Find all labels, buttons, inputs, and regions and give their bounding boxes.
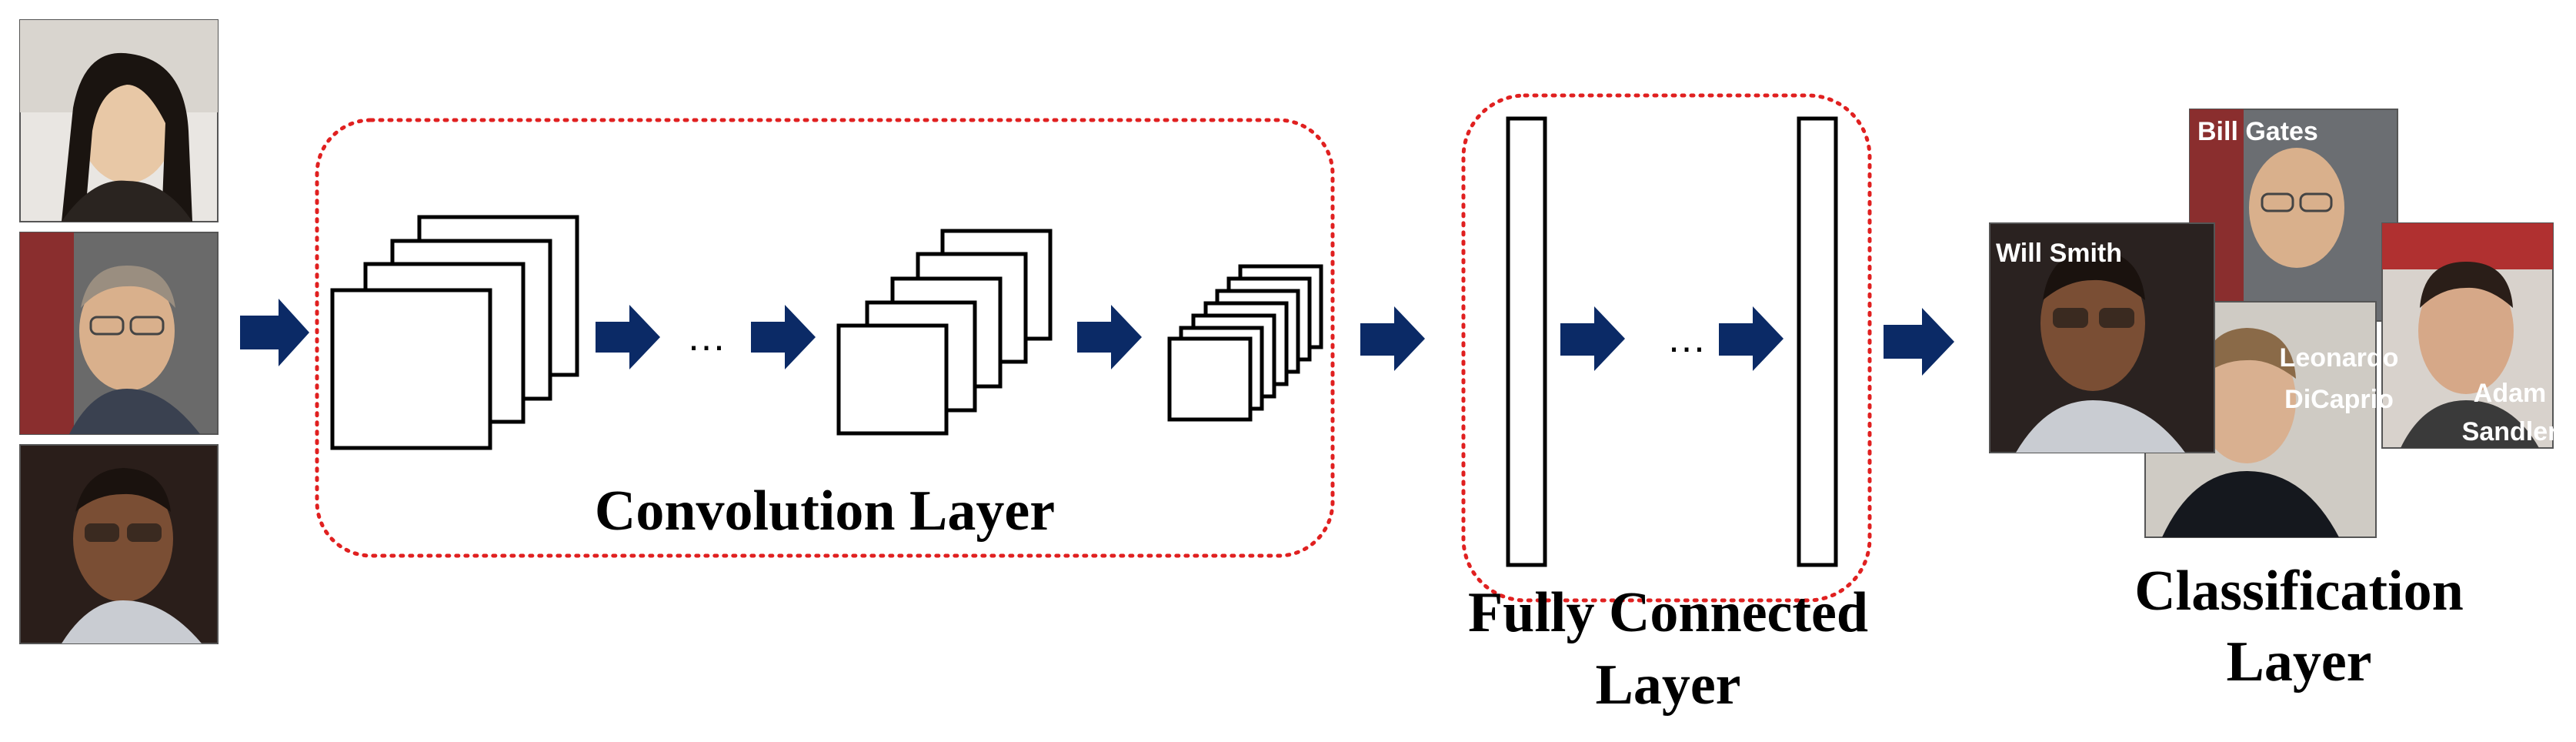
- label-adam-line1: Adam: [2474, 379, 2546, 408]
- classification-label-line2: Layer: [2226, 630, 2371, 694]
- input-face-1: [19, 19, 219, 222]
- fc-layer-first: [1506, 116, 1547, 567]
- classification-label-line1: Classification: [2134, 560, 2464, 623]
- fully-connected-label-line2: Layer: [1595, 653, 1740, 717]
- input-face-2: [19, 232, 219, 435]
- arrow-conv-2: [751, 305, 816, 369]
- arrow-input-to-conv: [240, 299, 309, 366]
- fc-layer-last: [1797, 116, 1838, 567]
- feature-maps-large: [330, 215, 579, 450]
- arrow-conv-to-fc: [1360, 306, 1425, 371]
- label-will-smith: Will Smith: [1996, 239, 2122, 268]
- fully-connected-label-line1: Fully Connected: [1468, 581, 1868, 644]
- output-will-smith: Will Smith: [1989, 222, 2215, 453]
- conv-ellipsis: …: [686, 315, 726, 359]
- arrow-fc-to-class: [1884, 308, 1954, 376]
- convolution-layer-label: Convolution Layer: [595, 480, 1055, 543]
- convolution-region-border: [315, 118, 1335, 558]
- label-adam-line2: Sandler: [2462, 417, 2558, 446]
- output-bill-gates: Bill Gates: [2189, 109, 2398, 322]
- fully-connected-region-border: [1461, 93, 1872, 603]
- fc-ellipsis: …: [1667, 316, 1707, 361]
- flow-arrows: [240, 299, 1954, 376]
- arrow-conv-1: [596, 305, 660, 369]
- label-bill-gates: Bill Gates: [2197, 117, 2318, 146]
- classification-outputs: Bill Gates Adam Sandler Leonardo DiCapri…: [1989, 109, 2558, 538]
- input-images: [19, 19, 219, 644]
- feature-maps-medium: [836, 229, 1053, 436]
- output-adam-sandler: Adam Sandler: [2381, 222, 2558, 449]
- arrow-conv-3: [1077, 305, 1142, 369]
- label-leonardo-line1: Leonardo: [2280, 343, 2399, 373]
- feature-maps-small: [1167, 264, 1323, 422]
- arrow-fc-1: [1560, 306, 1625, 371]
- input-face-3: [19, 444, 219, 644]
- label-leonardo-line2: DiCaprio: [2284, 385, 2394, 414]
- arrow-fc-2: [1719, 306, 1784, 371]
